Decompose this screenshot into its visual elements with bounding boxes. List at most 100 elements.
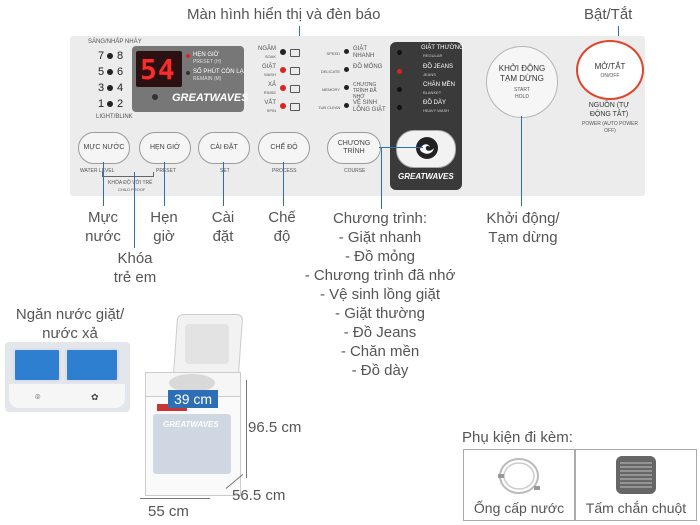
- washer-drum-opening: [169, 374, 215, 392]
- small-led: [152, 94, 158, 100]
- step-dot: [280, 103, 286, 109]
- height-dimension-line: [246, 380, 247, 478]
- step-en: WASH: [264, 72, 276, 77]
- detergent-callout: Ngăn nước giặt/ nước xả: [10, 305, 130, 343]
- preset-button[interactable]: HẸN GIỜ: [139, 132, 191, 164]
- width-dimension-line: [140, 498, 210, 499]
- program-title: Chương trình:: [332, 210, 428, 227]
- digit-screen: [136, 51, 182, 87]
- program-item: - Đồ dày: [351, 362, 409, 379]
- water-level-label: MỰC NƯỚC: [83, 144, 125, 151]
- level-number: 1: [98, 98, 105, 110]
- callout-line: Tạm dừng: [488, 229, 558, 246]
- level-indicators: 7 8 5 6 3 4 1 2: [98, 48, 128, 112]
- rinse-icon: [290, 85, 300, 93]
- width-label: 55 cm: [148, 503, 189, 520]
- course-dot: [344, 67, 349, 72]
- process-en: PROCESS: [272, 168, 297, 174]
- timer-label: HẸN GIỜ: [193, 52, 219, 58]
- lid-dimension-badge: 39 cm: [168, 390, 218, 408]
- preset-en: PRESET: [156, 168, 177, 174]
- brand-logo-small: GREATWAVES: [398, 172, 454, 181]
- course-label: ĐỒ DÀY: [423, 100, 447, 106]
- level-dot: [107, 69, 113, 75]
- level-number: 6: [117, 66, 124, 78]
- detergent-compartment: [13, 348, 61, 382]
- course-en: SPEED: [326, 51, 340, 56]
- callout-line: Cài: [211, 209, 235, 226]
- course-label: GIẶT NHANH: [353, 46, 375, 59]
- callout-line: Khởi động/: [486, 210, 560, 227]
- power-label: MỞ/TẮT: [594, 61, 626, 71]
- detergent-drawer-image: ⌾ ✿: [5, 342, 130, 412]
- course-label: ĐỒ JEANS: [423, 64, 454, 70]
- brand-logo: GREATWAVES: [172, 92, 249, 104]
- power-button[interactable]: MỞ/TẮT ON/OFF: [576, 40, 644, 100]
- start-en-label: START HOLD: [514, 86, 530, 100]
- course-dot: [344, 85, 349, 90]
- program-callout: Chương trình: - Giặt nhanh - Đồ mỏng - C…: [300, 209, 460, 380]
- accessories-title: Phụ kiện đi kèm:: [462, 429, 573, 446]
- process-button[interactable]: CHẾ ĐỘ: [258, 132, 310, 164]
- display-callout: Màn hình hiển thị và đèn báo: [187, 6, 381, 23]
- course-panel-dark: GIẶT THƯỜNG REGULAR ĐỒ JEANS JEANS CHĂN …: [390, 42, 464, 190]
- step-label: XẢ: [267, 82, 276, 88]
- course-knob-button[interactable]: [396, 130, 456, 168]
- callout-line: giờ: [153, 228, 175, 245]
- start-hold-button[interactable]: KHỞI ĐỘNG TẠM DỪNG START HOLD: [486, 46, 558, 118]
- display-digits: 54: [140, 53, 176, 86]
- callout-line: nước: [85, 228, 121, 245]
- course-en: TUB CLEAN: [318, 105, 341, 110]
- callout-line: Hẹn: [150, 209, 178, 226]
- set-button[interactable]: CÀI ĐẶT: [198, 132, 250, 164]
- callout-line: độ: [273, 228, 291, 245]
- level-dot: [107, 53, 113, 59]
- callout-line: Khóa: [117, 250, 153, 267]
- program-item: - Giặt thường: [335, 305, 425, 322]
- process-label: CHẾ ĐỘ: [270, 144, 298, 151]
- detergent-symbol-icon: ⌾: [35, 392, 41, 402]
- course-en: JEANS: [423, 72, 436, 77]
- step-dot: [280, 49, 286, 55]
- process-line: [283, 162, 284, 206]
- step-label: VẮT: [264, 100, 276, 106]
- child-lock-callout: Khóa trẻ em: [112, 249, 158, 287]
- soak-icon: [290, 49, 300, 57]
- start-line: [521, 116, 522, 206]
- water-level-callout: Mực nước: [80, 208, 126, 246]
- washer-front-graphic: [153, 414, 231, 474]
- wash-icon: [290, 67, 300, 75]
- child-lock-line: [134, 172, 135, 248]
- course-button[interactable]: CHƯƠNG TRÌNH: [327, 132, 381, 164]
- power-callout: Bật/Tắt: [584, 6, 633, 23]
- course-dot: [397, 69, 402, 74]
- course-label: ĐỒ MỎNG: [353, 64, 383, 70]
- display-panel: 54 HẸN GIỜ PRESET (H) SỐ PHÚT CÒN LẠI RE…: [132, 46, 249, 112]
- callout-line: Ngăn nước giặt/: [15, 306, 125, 323]
- course-en: DELICATE: [320, 69, 340, 74]
- level-number: 2: [117, 98, 124, 110]
- hose-card: Ống cấp nước: [463, 449, 575, 521]
- mouse-guard-card: Tấm chắn chuột: [575, 449, 697, 521]
- timer-led: [186, 54, 190, 58]
- callout-line: đặt: [212, 228, 234, 245]
- bright-blink-label: SÁNG/NHẤP NHÁY: [88, 39, 142, 45]
- timer-en-label: PRESET (H): [193, 59, 222, 65]
- program-item: - Đồ Jeans: [343, 324, 417, 341]
- level-dot: [107, 101, 113, 107]
- course-label-button: CHƯƠNG TRÌNH: [337, 140, 371, 155]
- course-en: BLANKET: [423, 90, 442, 95]
- wave-logo-icon: [416, 137, 438, 159]
- level-number: 5: [98, 66, 105, 78]
- mode-callout: Chế độ: [264, 208, 300, 246]
- start-label: KHỞI ĐỘNG TẠM DỪNG: [498, 63, 546, 83]
- settings-callout: Cài đặt: [206, 208, 240, 246]
- step-en: SPIN: [266, 108, 276, 113]
- course-en-label: COURSE: [344, 168, 366, 174]
- step-en: RINSE: [263, 90, 276, 95]
- program-item: - Vệ sinh lồng giặt: [319, 286, 441, 303]
- power-note: NGUỒN (TỰ ĐỘNG TẮT): [588, 102, 630, 118]
- callout-line: trẻ em: [113, 269, 157, 286]
- spin-icon: [290, 103, 300, 111]
- water-level-button[interactable]: MỰC NƯỚC: [78, 132, 130, 164]
